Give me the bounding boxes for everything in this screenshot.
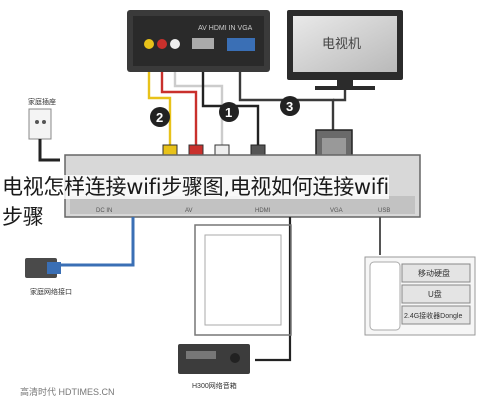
projector-top-label: AV HDMI IN VGA bbox=[198, 25, 253, 32]
caption-line-2: 步骤 bbox=[2, 205, 44, 229]
stand-frame bbox=[194, 224, 292, 336]
usb-item-2: U盘 bbox=[428, 289, 442, 299]
wall-socket-label: 家庭插座 bbox=[28, 97, 56, 106]
usb-item-1: 移动硬盘 bbox=[418, 268, 450, 278]
caption-line-1: 电视怎样连接wifi步骤图,电视如何连接wifi bbox=[2, 175, 389, 199]
port-dc: DC IN bbox=[96, 208, 112, 214]
watermark: 高清时代 HDTIMES.CN bbox=[20, 386, 115, 397]
cables-bottom bbox=[60, 217, 381, 362]
port-hdmi: HDMI bbox=[255, 208, 271, 214]
caption-text: 电视怎样连接wifi步骤图,电视如何连接wifi 步骤 bbox=[2, 172, 488, 232]
step-3-number: 3 bbox=[286, 99, 293, 114]
wall-socket: 家庭插座 bbox=[28, 97, 60, 162]
port-vga: VGA bbox=[330, 208, 343, 214]
audio-device: H300网络音箱 bbox=[178, 344, 250, 390]
step-markers: 2 1 3 bbox=[150, 96, 300, 127]
network-adapter: 家庭网络接口 bbox=[25, 258, 72, 296]
network-label: 家庭网络接口 bbox=[30, 287, 72, 296]
step-1-number: 1 bbox=[225, 105, 232, 120]
step-2-number: 2 bbox=[156, 110, 163, 125]
port-av: AV bbox=[185, 208, 193, 214]
tv-label: 电视机 bbox=[322, 37, 361, 52]
port-usb: USB bbox=[378, 208, 390, 214]
usb-item-3: 2.4G接收器Dongle bbox=[404, 311, 462, 320]
projector-top-panel: AV HDMI IN VGA bbox=[127, 10, 270, 72]
tv-monitor: 电视机 bbox=[287, 10, 403, 90]
audio-device-label: H300网络音箱 bbox=[192, 381, 237, 390]
usb-devices-card: 移动硬盘 U盘 2.4G接收器Dongle bbox=[364, 256, 476, 336]
